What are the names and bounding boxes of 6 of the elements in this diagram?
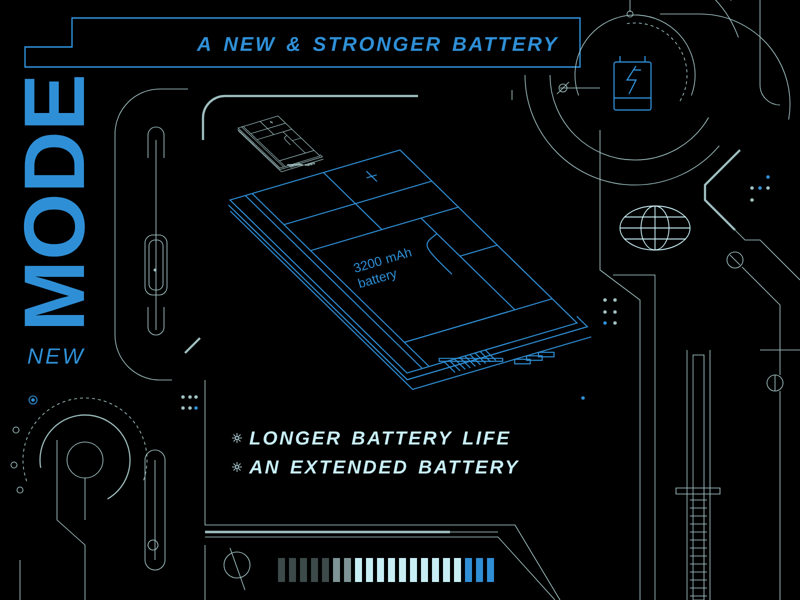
subtitle: NEW (28, 348, 85, 364)
feature-text: LONGER BATTERY LIFE (250, 431, 510, 445)
heading: A NEW & STRONGER BATTERY (196, 36, 558, 52)
battery-label: 3200 mAh battery (354, 248, 412, 288)
feature-text: AN EXTENDED BATTERY (248, 460, 520, 474)
brand-word: MODE (24, 77, 85, 326)
